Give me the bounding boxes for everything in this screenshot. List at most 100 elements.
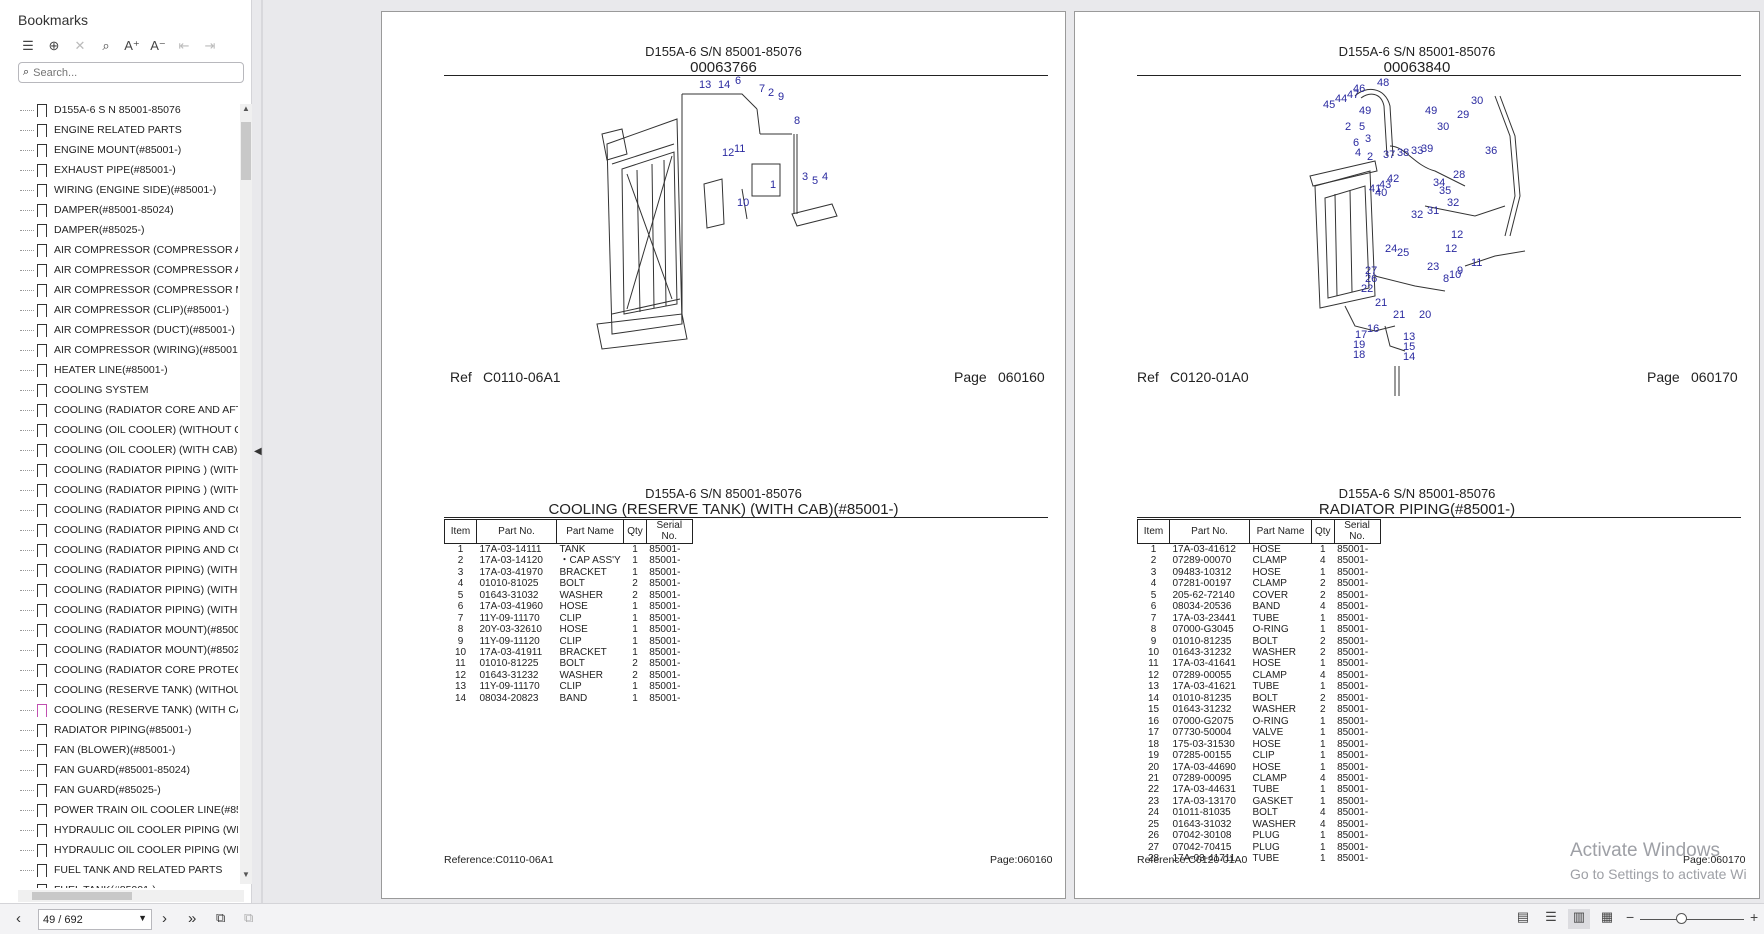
bookmark-item[interactable]: COOLING (RADIATOR MOUNT)(#85001-85 [20, 620, 238, 640]
table-cell: BOLT [559, 578, 585, 590]
table-cell: 01011-81035 [1172, 807, 1231, 819]
bookmark-item[interactable]: WIRING (ENGINE SIDE)(#85001-) [20, 180, 238, 200]
bookmark-horizontal-scrollbar[interactable] [18, 890, 244, 902]
table-title: RADIATOR PIPING(#85001-) [1318, 501, 1516, 518]
table-cell: 85001- [1337, 624, 1369, 636]
bookmark-item[interactable]: AIR COMPRESSOR (CLIP)(#85001-) [20, 300, 238, 320]
zoom-slider-knob[interactable] [1676, 913, 1687, 924]
bookmark-item[interactable]: COOLING (RADIATOR PIPING ) (WITHOUT [20, 480, 238, 500]
bookmark-item[interactable]: AIR COMPRESSOR (WIRING)(#85001-) [20, 340, 238, 360]
bookmark-item[interactable]: D155A-6 S N 85001-85076 [20, 100, 238, 120]
bookmark-item[interactable]: COOLING (RESERVE TANK) (WITHOUT CA [20, 680, 238, 700]
table-cell: 85001- [649, 555, 681, 567]
expand-all-icon[interactable]: ☰ [22, 38, 34, 53]
table-cell: 01643-31032 [479, 589, 539, 601]
collapse-panel-icon[interactable]: ◀ [254, 446, 262, 457]
scroll-thumb[interactable] [241, 122, 251, 180]
last-page-icon[interactable]: » [188, 910, 197, 927]
bookmark-item[interactable]: POWER TRAIN OIL COOLER LINE(#85001- [20, 800, 238, 820]
table-cell: 20 [1147, 761, 1160, 773]
zoom-in-icon[interactable]: + [1750, 909, 1759, 925]
next-view-icon[interactable]: ⧉ [244, 910, 254, 925]
bookmark-item[interactable]: AIR COMPRESSOR (COMPRESSOR AND H [20, 260, 238, 280]
bookmark-item[interactable]: DAMPER(#85001-85024) [20, 200, 238, 220]
table-cell: 4 [1320, 807, 1326, 819]
page-number-field[interactable]: 49 / 692 ▼ [38, 909, 152, 930]
bookmark-item[interactable]: RADIATOR PIPING(#85001-) [20, 720, 238, 740]
bookmark-item[interactable]: COOLING (RADIATOR PIPING AND COND [20, 540, 238, 560]
add-bookmark-icon[interactable]: ⊕ [48, 38, 60, 53]
tree-line [20, 649, 34, 651]
bookmark-icon [37, 283, 47, 298]
bookmark-search[interactable]: ⌕ [18, 62, 244, 83]
table-cell: 85001- [1337, 715, 1369, 727]
bookmark-item[interactable]: COOLING (OIL COOLER) (WITH CAB)(#85 [20, 440, 238, 460]
find-bookmark-icon[interactable]: ⌕ [102, 38, 110, 53]
tree-line [20, 149, 34, 151]
bookmark-item[interactable]: DAMPER(#85025-) [20, 220, 238, 240]
table-cell: 1 [1320, 566, 1326, 578]
scroll-thumb[interactable] [32, 892, 132, 900]
bookmark-item[interactable]: FUEL TANK(#85001-) [20, 880, 238, 888]
bookmark-item[interactable]: COOLING (RESERVE TANK) (WITH CAB)(# [20, 700, 238, 720]
font-smaller-icon[interactable]: A⁻ [150, 38, 166, 53]
bookmark-item[interactable]: ENGINE RELATED PARTS [20, 120, 238, 140]
bookmark-item[interactable]: FAN GUARD(#85025-) [20, 780, 238, 800]
search-input[interactable] [33, 66, 224, 79]
bookmark-item[interactable]: COOLING (RADIATOR CORE AND AFTER C [20, 400, 238, 420]
table-cell: 1 [632, 692, 638, 704]
bookmark-item[interactable]: COOLING (RADIATOR CORE PROTECTIVE [20, 660, 238, 680]
bookmark-item[interactable]: COOLING (RADIATOR PIPING) (WITHOUT [20, 600, 238, 620]
bookmark-item[interactable]: AIR COMPRESSOR (COMPRESSOR MOUN [20, 280, 238, 300]
bookmark-item[interactable]: EXHAUST PIPE(#85001-) [20, 160, 238, 180]
delete-bookmark-icon[interactable]: ✕ [74, 38, 86, 53]
zoom-out-icon[interactable]: − [1626, 909, 1635, 925]
table-cell: 07289-00095 [1172, 772, 1232, 784]
table-cell: 1 [1320, 830, 1326, 842]
bookmark-item[interactable]: COOLING (RADIATOR PIPING AND COND [20, 500, 238, 520]
zoom-slider-track[interactable] [1640, 919, 1744, 920]
single-page-view-icon[interactable]: ▤ [1516, 909, 1530, 924]
continuous-facing-view-icon[interactable]: ▦ [1600, 909, 1614, 924]
bookmark-item[interactable]: FAN (BLOWER)(#85001-) [20, 740, 238, 760]
promote-bookmark-icon[interactable]: ⇤ [178, 38, 190, 53]
panel-divider[interactable] [261, 0, 263, 903]
demote-bookmark-icon[interactable]: ⇥ [204, 38, 216, 53]
bookmark-item[interactable]: AIR COMPRESSOR (COMPRESSOR AND H [20, 240, 238, 260]
bookmark-item[interactable]: COOLING (RADIATOR PIPING) (WITHOUT [20, 580, 238, 600]
chevron-down-icon[interactable]: ▼ [138, 913, 147, 923]
bookmark-item[interactable]: COOLING (RADIATOR PIPING) (WITHOUT [20, 560, 238, 580]
tree-line [20, 809, 34, 811]
table-cell: 1 [632, 646, 638, 658]
bookmark-item[interactable]: COOLING SYSTEM [20, 380, 238, 400]
bookmark-vertical-scrollbar[interactable]: ▲ ▼ [240, 104, 252, 884]
bookmark-item[interactable]: HYDRAULIC OIL COOLER PIPING (WITH C [20, 820, 238, 840]
bookmark-item[interactable]: COOLING (OIL COOLER) (WITHOUT CAB) [20, 420, 238, 440]
previous-page-icon[interactable]: ‹ [16, 910, 21, 927]
bookmark-item[interactable]: ENGINE MOUNT(#85001-) [20, 140, 238, 160]
bookmark-item[interactable]: COOLING (RADIATOR PIPING ) (WITHOUT [20, 460, 238, 480]
bookmark-item[interactable]: FUEL TANK AND RELATED PARTS [20, 860, 238, 880]
bookmarks-title: Bookmarks [18, 12, 89, 28]
continuous-view-icon[interactable]: ☰ [1545, 909, 1557, 924]
bookmark-label: AIR COMPRESSOR (DUCT)(#85001-) [54, 324, 235, 336]
previous-view-icon[interactable]: ⧉ [216, 910, 226, 925]
font-larger-icon[interactable]: A⁺ [124, 38, 140, 53]
bookmark-item[interactable]: FAN GUARD(#85001-85024) [20, 760, 238, 780]
bookmark-item[interactable]: COOLING (RADIATOR PIPING AND COND [20, 520, 238, 540]
table-cell: 2 [1320, 635, 1326, 647]
scroll-up-icon[interactable]: ▲ [242, 104, 250, 113]
callout-number: 45 [1323, 99, 1335, 111]
scroll-down-icon[interactable]: ▼ [242, 870, 250, 879]
bookmark-item[interactable]: HEATER LINE(#85001-) [20, 360, 238, 380]
facing-view-icon[interactable]: ▥ [1568, 909, 1590, 929]
table-cell: 85001- [649, 566, 681, 578]
next-page-icon[interactable]: › [162, 910, 167, 927]
bookmark-item[interactable]: AIR COMPRESSOR (DUCT)(#85001-) [20, 320, 238, 340]
bookmark-item[interactable]: COOLING (RADIATOR MOUNT)(#85024-) [20, 640, 238, 660]
